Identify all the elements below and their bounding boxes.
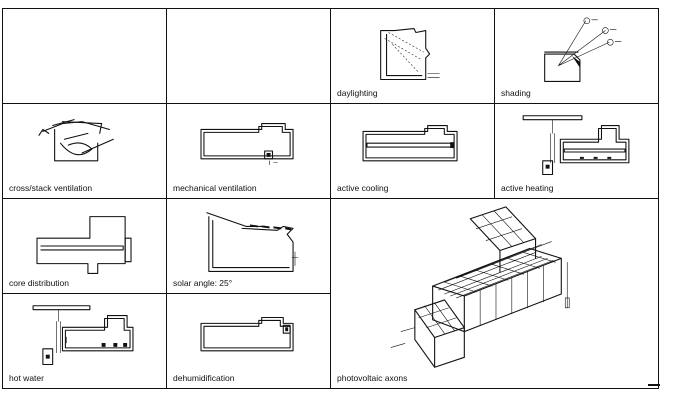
dehumidification-sketch <box>200 316 294 352</box>
mechanical-ventilation-sketch <box>200 123 294 166</box>
cell-cross-stack-ventilation: cross/stack ventilation <box>2 103 167 199</box>
cell-daylighting: daylighting <box>330 8 495 104</box>
label-daylighting: daylighting <box>337 88 378 98</box>
cell-solar-angle: solar angle: 25° <box>166 198 331 294</box>
active-heating-sketch <box>522 115 630 176</box>
cell-active-cooling: active cooling <box>330 103 495 199</box>
label-cross-stack-ventilation: cross/stack ventilation <box>9 183 93 193</box>
cell-empty-1 <box>2 8 167 104</box>
cell-shading: shading <box>494 8 659 104</box>
label-hot-water: hot water <box>9 373 44 383</box>
cell-active-heating: active heating <box>494 103 659 199</box>
hot-water-sketch <box>32 305 134 366</box>
cell-photovoltaic-axons: photovoltaic axons <box>330 198 659 389</box>
cell-hot-water: hot water <box>2 293 167 389</box>
cell-mechanical-ventilation: mechanical ventilation <box>166 103 331 199</box>
shading-sketch <box>544 17 622 82</box>
label-core-distribution: core distribution <box>9 278 70 288</box>
cross-stack-ventilation-sketch <box>38 119 114 162</box>
cell-dehumidification: dehumidification <box>166 293 331 389</box>
solar-angle-sketch <box>206 212 299 272</box>
core-distribution-sketch <box>36 216 132 274</box>
photovoltaic-axons-sketch <box>390 206 570 368</box>
daylighting-sketch <box>380 28 440 81</box>
corner-mark <box>648 384 660 386</box>
label-active-cooling: active cooling <box>337 183 389 193</box>
active-cooling-sketch <box>362 125 458 162</box>
label-photovoltaic-axons: photovoltaic axons <box>337 373 408 383</box>
label-solar-angle: solar angle: 25° <box>173 278 233 288</box>
cell-core-distribution: core distribution <box>2 198 167 294</box>
label-dehumidification: dehumidification <box>173 373 235 383</box>
label-active-heating: active heating <box>501 183 554 193</box>
label-mechanical-ventilation: mechanical ventilation <box>173 183 257 193</box>
cell-empty-2 <box>166 8 331 104</box>
label-shading: shading <box>501 88 531 98</box>
